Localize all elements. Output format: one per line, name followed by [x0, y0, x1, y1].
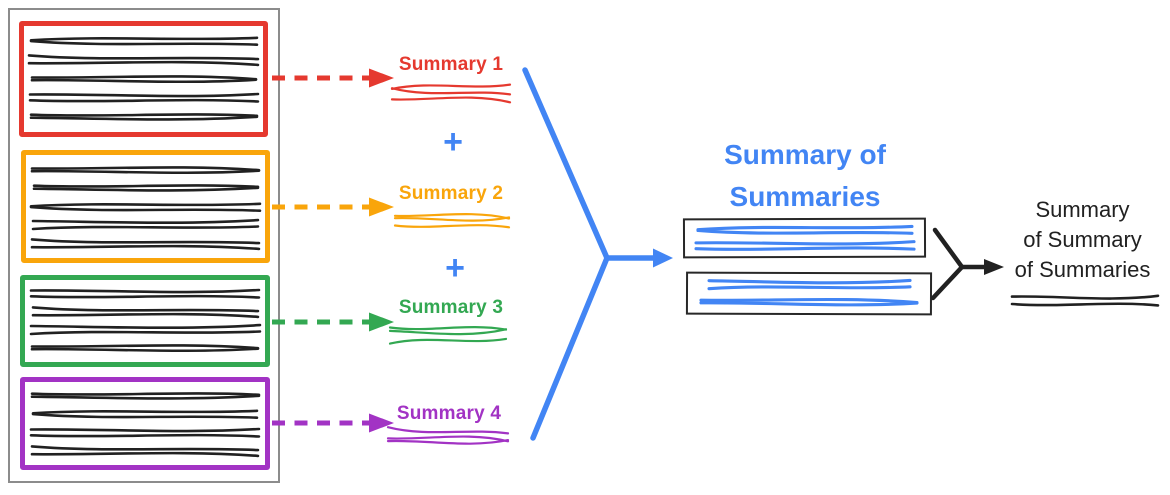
summary-4-label: Summary 4 [396, 403, 502, 424]
summary-3-label: Summary 3 [398, 297, 504, 318]
document-text-scribble [30, 444, 260, 458]
dashed-arrow-summary-2 [270, 194, 398, 220]
dashed-arrow-summary-3 [270, 309, 398, 335]
summary-3-scribble [388, 321, 508, 347]
summary-1-scribble [390, 80, 512, 104]
plus-sign: + [443, 123, 463, 161]
final-summary-label: Summary of Summary of Summaries [1000, 195, 1165, 285]
summary-text-scribble [695, 223, 914, 238]
document-text-scribble [28, 91, 260, 105]
document-section-4 [20, 377, 270, 470]
dashed-arrow-summary-4 [270, 410, 398, 436]
document-section-1 [19, 21, 268, 137]
final-label-line-3: of Summaries [1014, 256, 1151, 282]
final-summary-scribble [1010, 292, 1160, 310]
merge-arrow [505, 58, 680, 450]
document-text-scribble [30, 237, 261, 251]
summary-text-scribble [706, 278, 912, 293]
document-text-scribble [27, 53, 260, 67]
document-text-scribble [30, 163, 261, 177]
summary-text-scribble [699, 294, 919, 309]
summary-1-label: Summary 1 [398, 54, 504, 75]
title-line-1: Summary of [724, 139, 886, 170]
summary-2-label: Summary 2 [398, 183, 504, 204]
summary-text-scribble [693, 238, 916, 253]
document-text-scribble [29, 110, 259, 124]
dashed-arrow-summary-1 [270, 65, 398, 91]
summary-of-summaries-title: Summary of Summaries [680, 134, 930, 218]
document-text-scribble [29, 200, 262, 214]
document-section-3 [20, 275, 270, 367]
plus-sign: + [445, 249, 465, 287]
document-text-scribble [30, 72, 258, 86]
combine-arrow [928, 222, 1014, 314]
document-section-2 [21, 150, 270, 263]
document-text-scribble [31, 305, 260, 319]
summary-of-summaries-box-2 [685, 271, 933, 316]
document-text-scribble [29, 34, 259, 48]
summary-of-summaries-box-1 [682, 217, 927, 259]
document-text-scribble [31, 218, 260, 232]
summary-4-scribble [386, 425, 510, 449]
summary-2-scribble [393, 209, 511, 231]
document-text-scribble [30, 341, 260, 355]
title-line-2: Summaries [729, 181, 881, 212]
document-text-scribble [29, 287, 261, 301]
document-text-scribble [31, 407, 259, 421]
document-text-scribble [30, 389, 261, 403]
final-label-line-1: Summary [1035, 197, 1130, 222]
document-text-scribble [29, 426, 261, 440]
document-text-scribble [29, 323, 262, 337]
source-document-stack [8, 8, 280, 483]
document-text-scribble [32, 181, 260, 195]
final-label-line-2: of Summary [1023, 226, 1142, 252]
